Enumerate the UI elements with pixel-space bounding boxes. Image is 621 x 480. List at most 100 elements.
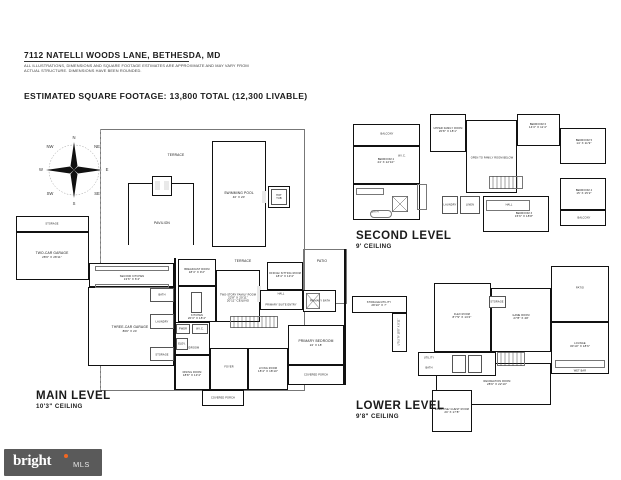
bedroom-2-vanity: [356, 188, 384, 195]
pavilion-hearth-right: [164, 181, 169, 190]
pavilion-wall-c: [172, 183, 194, 185]
room-label-primary-suite-entry: PRIMARY SUITE ENTRY: [265, 303, 297, 307]
room-dim-bedroom-3: 15'6" X 18'8": [514, 214, 534, 218]
family-room-fireplace: [257, 286, 261, 302]
room-label-storage-main: STORAGE: [45, 222, 59, 226]
lounge: [551, 322, 609, 374]
balcony-left-second: [353, 124, 420, 146]
mudroom-connector: [89, 263, 174, 287]
room-dim-office: 18'4" X 13'4": [275, 274, 295, 278]
foyer: [210, 348, 248, 390]
laundry-main: [150, 314, 174, 329]
room-label-covered-porch-primary: COVERED PORCH: [303, 373, 329, 377]
room-label-hall-second: HALL: [505, 203, 513, 207]
office-sitting-room: [267, 262, 303, 290]
storage-room-main: [16, 216, 89, 232]
lower-level-staircase: [497, 352, 525, 366]
room-label-upper-family-room: UPPER FAMILY ROOM: [433, 127, 463, 130]
flex-room: [434, 283, 491, 352]
compass-label-nw: NW: [47, 144, 54, 149]
room-label-linen-second: LINEN: [465, 203, 475, 207]
exercise-guest-room: [432, 390, 472, 432]
bedroom-6: [517, 114, 560, 146]
primary-bedroom: [288, 325, 344, 365]
main-level-title: MAIN LEVEL: [36, 390, 111, 402]
bedroom-2-tub: [370, 210, 392, 218]
powder-room: [176, 324, 190, 334]
room-dim-bedroom-4: 15' X 15'2": [576, 191, 592, 195]
bright-mls-logo: bright MLS: [4, 449, 102, 476]
room-dim-lounge: 30'10" X 18'6": [569, 344, 591, 348]
pavilion-wall-b: [128, 183, 130, 245]
room-label-breakfast-room: BREAKFAST ROOM: [184, 268, 210, 271]
lower-level-title: LOWER LEVEL: [356, 400, 445, 412]
room-label-exercise-guest-room: EXERCISE/ GUEST ROOM: [434, 408, 470, 411]
patio-lower: [551, 266, 609, 322]
covered-porch-front: [202, 390, 244, 406]
bedroom-2-shower-hatch: [392, 196, 408, 212]
bath-main-service: [150, 288, 174, 302]
room-label-terrace-upper: TERRACE: [167, 153, 185, 158]
second-level-staircase: [489, 176, 523, 189]
room-dim-swimming-pool: 40' X 20': [232, 195, 246, 199]
room-dim-recreation-room: 28'9" X 22'10": [486, 382, 508, 386]
room-label-storage-utility: STORAGE/UTILITY: [366, 301, 392, 304]
room-label-open-below: OPEN TO FAMILY ROOM BELOW: [470, 156, 514, 160]
lower-closet-a: [452, 355, 466, 373]
room-dim-storage-utility: 28'10" X 7': [371, 303, 387, 307]
room-label-storage-lower: STORAGE: [490, 300, 504, 304]
room-dim-exercise-guest-room: 20' X 17'8": [444, 410, 460, 414]
second-level-stair-secondary: [417, 184, 427, 210]
laundry-second: [442, 196, 458, 214]
room-label-bath-lower: BATH: [425, 366, 433, 370]
room-label-wet-bar: WET BAR: [573, 369, 587, 373]
room-label-balcony-left: BALCONY: [380, 132, 394, 136]
covered-porch-primary: [288, 365, 344, 385]
room-label-laundry-second: LAUNDRY: [443, 203, 457, 207]
room-label-pwdr: PWDR: [178, 327, 188, 331]
two-story-family-room: [216, 270, 260, 322]
walk-in-closet-main: [192, 324, 208, 334]
room-label-terrace-lower: TERRACE: [234, 259, 252, 264]
logo-brand-text: bright: [13, 453, 52, 469]
utility-shaft-lower: [392, 313, 407, 352]
bedroom-4: [560, 178, 606, 210]
room-label-elevator: ELEV.: [178, 342, 186, 346]
room-label-pavilion: PAVILION: [154, 221, 170, 226]
pool-equipment: [262, 191, 266, 203]
room-dim-three-car-garage: 869" X 24': [122, 329, 138, 333]
room-label-covered-porch-front: COVERED PORCH: [210, 396, 236, 400]
room-label-living-room: LIVING ROOM: [258, 367, 278, 370]
compass-label-e: E: [106, 167, 109, 172]
room-dim-bedroom-5: 14' X 11'9": [576, 141, 592, 145]
room-dim-living-room: 18'4" X 18'10": [257, 369, 279, 373]
lower-staircase-treads: [500, 352, 522, 366]
breakfast-room: [178, 259, 216, 286]
room-label-bedroom-6: BEDROOM 6: [529, 123, 547, 126]
room-label-laundry-main: LAUNDRY: [155, 320, 169, 324]
room-label-three-car-garage: THREE-CAR GARAGE: [111, 325, 149, 330]
bedroom-5: [560, 128, 606, 164]
second-kitchen-island: [95, 284, 169, 288]
room-dim-upper-family-room: 20'8" X 18'1": [438, 129, 458, 133]
room-label-flex-room: FLEX ROOM: [453, 313, 471, 316]
compass-rose: N NE E SE S SW W NW: [38, 134, 110, 206]
room-label-dining-room: DINING ROOM: [182, 371, 202, 374]
room-label-family-room: TWO-STORY FAMILY ROOM: [219, 293, 257, 297]
storage-main-2: [150, 347, 174, 361]
main-wall-west: [174, 258, 176, 390]
room-label-primary-bedroom: PRIMARY BEDROOM: [298, 339, 334, 344]
room-label-swimming-pool: SWIMMING POOL: [224, 191, 254, 196]
primary-shower: [306, 293, 320, 309]
second-level-caption: SECOND LEVEL 9' CEILING: [356, 230, 451, 250]
room-label-utility-lower: UTILITY: [423, 356, 435, 360]
room-label-lounge: LOUNGE: [574, 342, 586, 345]
square-footage-summary: ESTIMATED SQUARE FOOTAGE: 13,800 TOTAL (…: [24, 91, 308, 101]
main-level-caption: MAIN LEVEL 10'3" CEILING: [36, 390, 111, 410]
address-underline: [24, 61, 189, 62]
room-dim-primary-bedroom: 22' X 18': [309, 343, 323, 347]
room-dim-game-room: 27'8" X 28': [513, 316, 529, 320]
room-label-bath-service: BATH: [158, 293, 166, 297]
two-car-garage: [16, 232, 89, 280]
room-label-bedroom-5: BEDROOM 5: [575, 139, 593, 142]
